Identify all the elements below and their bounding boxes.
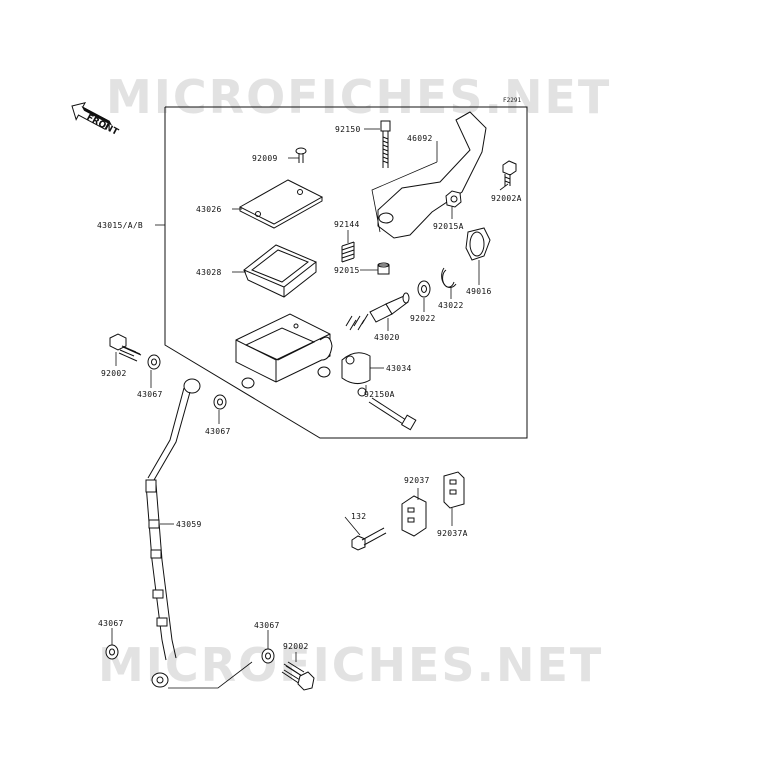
brake-lever-icon xyxy=(377,111,487,239)
part-label-43067-d: 43067 xyxy=(254,621,280,630)
washer-43067-a-icon xyxy=(147,354,161,370)
part-label-43067-a: 43067 xyxy=(137,390,163,399)
screw-92009-icon xyxy=(295,147,307,163)
nut-92015A-icon xyxy=(445,190,462,208)
part-label-43020: 43020 xyxy=(374,333,400,342)
part-label-92002-top: 92002 xyxy=(101,369,127,378)
part-label-43067-b: 43067 xyxy=(205,427,231,436)
part-label-92037: 92037 xyxy=(404,476,430,485)
bracket-92037A-icon xyxy=(443,471,465,509)
front-text: FRONT xyxy=(85,113,121,138)
front-arrow-icon xyxy=(71,101,113,130)
part-label-92002A: 92002A xyxy=(491,194,522,203)
part-label-92150A: 92150A xyxy=(364,390,395,399)
nut-92015-icon xyxy=(377,262,390,275)
piston-43020-icon xyxy=(345,292,410,331)
bracket-92037-icon xyxy=(401,495,427,537)
reservoir-cap-icon xyxy=(238,179,324,229)
part-label-92015: 92015 xyxy=(334,266,360,275)
master-cylinder-body-icon xyxy=(235,313,333,389)
part-label-132: 132 xyxy=(351,512,367,521)
diaphragm-icon xyxy=(243,244,317,298)
washer-43067-d-icon xyxy=(261,648,275,664)
part-label-46092: 46092 xyxy=(407,134,433,143)
part-label-92015A: 92015A xyxy=(433,222,464,231)
banjo-bolt-92002-bottom-icon xyxy=(281,661,315,691)
bolt-132-icon xyxy=(351,527,387,551)
part-label-92002-bottom: 92002 xyxy=(283,642,309,651)
bolt-92150-icon xyxy=(380,120,391,168)
brake-hose-icon xyxy=(145,378,201,688)
washer-92022-icon xyxy=(417,280,431,298)
washer-43067-c-icon xyxy=(105,644,119,660)
part-label-92150: 92150 xyxy=(335,125,361,134)
figure-reference: F2291 xyxy=(503,97,522,104)
part-label-43015: 43015/A/B xyxy=(97,221,144,230)
washer-43067-b-icon xyxy=(213,394,227,410)
part-label-43028: 43028 xyxy=(196,268,222,277)
bolt-92150A-icon xyxy=(368,397,417,431)
watermark-bottom: MICROFICHES.NET xyxy=(98,638,604,692)
bolt-92002A-icon xyxy=(502,160,517,186)
part-label-43034: 43034 xyxy=(386,364,412,373)
boot-49016-icon xyxy=(465,227,491,261)
part-label-92022: 92022 xyxy=(410,314,436,323)
circlip-43022-icon xyxy=(441,267,457,288)
leader-lines xyxy=(111,128,509,689)
banjo-bolt-92002-top-icon xyxy=(109,333,142,362)
clamp-43034-icon xyxy=(341,352,371,397)
part-label-49016: 49016 xyxy=(466,287,492,296)
watermark-top: MICROFICHES.NET xyxy=(106,70,612,124)
part-label-43059: 43059 xyxy=(176,520,202,529)
part-label-92009: 92009 xyxy=(252,154,278,163)
front-label: FRONT xyxy=(85,113,121,138)
assembly-boundary xyxy=(164,106,528,439)
part-label-92144: 92144 xyxy=(334,220,360,229)
part-label-43022: 43022 xyxy=(438,301,464,310)
spring-92144-icon xyxy=(341,241,355,263)
part-label-43067-c: 43067 xyxy=(98,619,124,628)
part-label-43026: 43026 xyxy=(196,205,222,214)
part-label-92037A: 92037A xyxy=(437,529,468,538)
